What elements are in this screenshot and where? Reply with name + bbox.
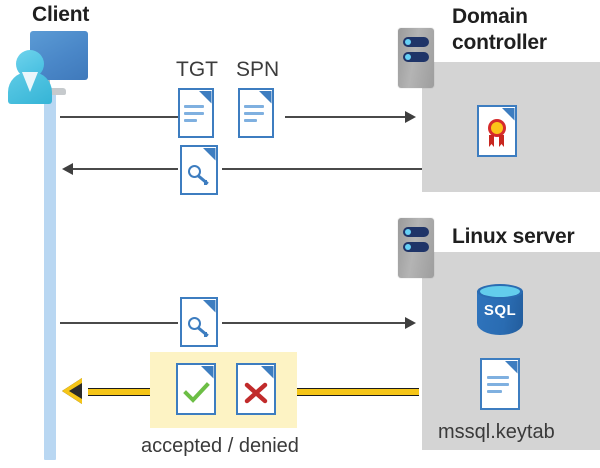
gold-arrow-line-left <box>88 388 150 396</box>
key-document-icon-1 <box>180 145 218 195</box>
certificate-document-icon <box>477 105 517 157</box>
flow-request-line-right <box>285 116 407 118</box>
spn-document-icon <box>238 88 274 138</box>
sql-label: SQL <box>483 302 517 319</box>
tgt-document-icon <box>178 88 214 138</box>
domain-controller-title-line2: controller <box>452 31 547 54</box>
flow-auth-arrowhead <box>405 317 416 329</box>
flow-response-arrowhead <box>62 163 73 175</box>
flow-auth-line-right <box>222 322 407 324</box>
domain-controller-title: Domain controller <box>452 4 600 56</box>
tgt-label: TGT <box>176 58 218 81</box>
server-icon-linux <box>398 218 434 278</box>
sql-database-icon: SQL <box>477 284 523 342</box>
cross-icon <box>244 382 268 404</box>
flow-request-line-left <box>60 116 178 118</box>
keytab-filename-label: mssql.keytab <box>438 421 555 443</box>
linux-server-title: Linux server <box>452 225 575 248</box>
key-document-icon-2 <box>180 297 218 347</box>
check-icon <box>183 382 210 403</box>
server-icon-dc <box>398 28 434 88</box>
accepted-document-icon <box>176 363 216 415</box>
flow-auth-line-left <box>60 322 178 324</box>
flow-request-arrowhead <box>405 111 416 123</box>
keytab-document-icon <box>480 358 520 410</box>
denied-document-icon <box>236 363 276 415</box>
gold-arrow-head-inner <box>69 383 82 399</box>
result-label: accepted / denied <box>141 435 299 457</box>
domain-controller-title-line1: Domain <box>452 5 528 28</box>
flow-response-line-left <box>73 168 178 170</box>
client-title: Client <box>32 3 90 26</box>
user-monitor-icon <box>8 28 90 104</box>
client-lifeline <box>44 92 56 460</box>
gold-arrow-line-right <box>297 388 419 396</box>
flow-response-line-right <box>222 168 422 170</box>
spn-label: SPN <box>236 58 280 81</box>
